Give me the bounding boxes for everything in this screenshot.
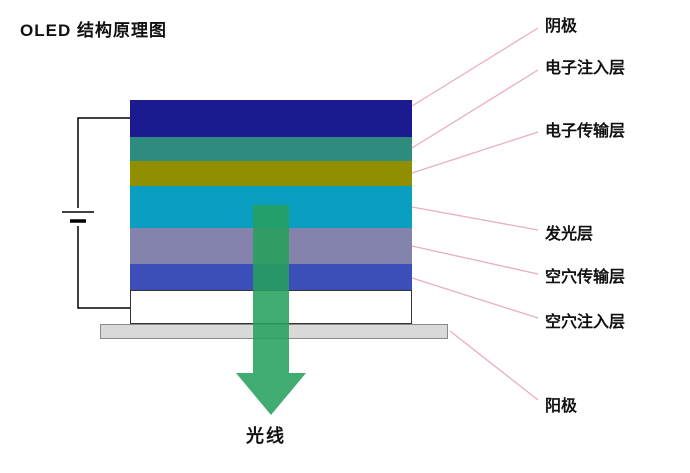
label-anode: 阳极 xyxy=(545,398,578,415)
substrate-plate xyxy=(100,324,448,339)
label-emitting: 发光层 xyxy=(545,226,594,243)
layer-electron-transport xyxy=(130,161,412,186)
wire-bottom xyxy=(77,226,130,309)
label-electron-transport: 电子传输层 xyxy=(545,123,626,140)
layer-hole-transport xyxy=(130,228,412,264)
label-electron-injection: 电子注入层 xyxy=(545,60,626,77)
label-hole-injection: 空穴注入层 xyxy=(545,314,626,331)
leader-anode xyxy=(449,330,539,401)
leader-hole-injection xyxy=(411,277,539,319)
layer-hole-injection xyxy=(130,264,412,290)
diagram-title: OLED 结构原理图 xyxy=(20,21,167,40)
leader-lines xyxy=(411,27,539,401)
leader-cathode xyxy=(411,27,539,107)
leader-electron-injection xyxy=(411,69,539,149)
leader-emitting xyxy=(411,206,539,231)
wire-top xyxy=(77,117,130,208)
layer-electron-injection xyxy=(130,137,412,161)
leader-hole-transport xyxy=(411,245,539,275)
layer-anode xyxy=(130,290,412,324)
light-label: 光线 xyxy=(246,426,286,446)
layer-emitting xyxy=(130,186,412,228)
label-hole-transport: 空穴传输层 xyxy=(545,269,626,286)
layer-cathode xyxy=(130,100,412,137)
leader-electron-transport xyxy=(411,131,539,174)
label-cathode: 阴极 xyxy=(545,18,578,35)
circuit-wires xyxy=(62,117,130,309)
